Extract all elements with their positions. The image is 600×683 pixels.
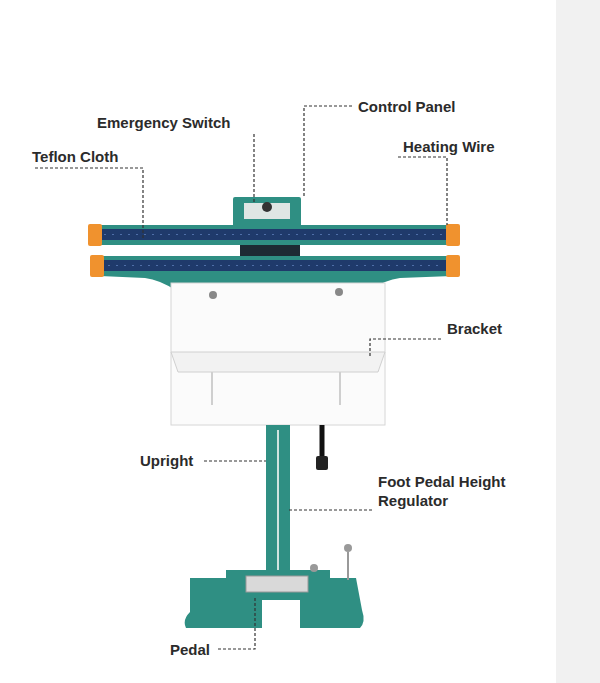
end-cap [446, 255, 460, 277]
leader-line [288, 509, 372, 510]
end-cap [90, 255, 104, 277]
part-label: Emergency Switch [97, 113, 230, 132]
bracket-plate [171, 283, 385, 425]
end-cap [88, 224, 102, 246]
base-center [226, 570, 330, 600]
pedal-plate [246, 576, 308, 592]
switch-knob [262, 202, 272, 212]
cable [320, 425, 325, 458]
pull-rod [277, 430, 279, 580]
part-label: Control Panel [358, 97, 456, 116]
part-label: Pedal [170, 640, 210, 659]
regulator-rod [347, 552, 349, 580]
regulator-knob [344, 544, 352, 552]
leader-line [204, 460, 266, 461]
regulator-knob [310, 564, 318, 572]
bracket-shelf [171, 352, 385, 372]
end-cap [446, 224, 460, 246]
strip-dots [104, 234, 442, 235]
jaw-hinge [240, 245, 300, 256]
upright-column [266, 425, 290, 585]
part-label: Teflon Cloth [32, 147, 118, 166]
screw [209, 291, 217, 299]
part-label: Foot Pedal Height Regulator [378, 472, 528, 510]
control-panel [233, 197, 301, 227]
part-label: Heating Wire [403, 137, 495, 156]
bracket-rib [211, 372, 213, 405]
leader-line [398, 157, 447, 225]
leader-line [35, 168, 143, 238]
upper-heating-strip [100, 229, 446, 240]
leader-line [218, 596, 255, 649]
part-label: Upright [140, 451, 193, 470]
lower-heating-strip [104, 260, 446, 271]
leader-line [253, 134, 254, 202]
side-strip [556, 0, 600, 683]
panel-face [244, 203, 290, 219]
leader-line [370, 339, 441, 358]
part-label: Bracket [447, 319, 502, 338]
screw [335, 288, 343, 296]
cable-plug [316, 456, 328, 470]
bracket-rib [339, 372, 341, 405]
strip-dots [108, 265, 442, 266]
upper-jaw [96, 225, 452, 245]
leader-line [304, 106, 352, 196]
